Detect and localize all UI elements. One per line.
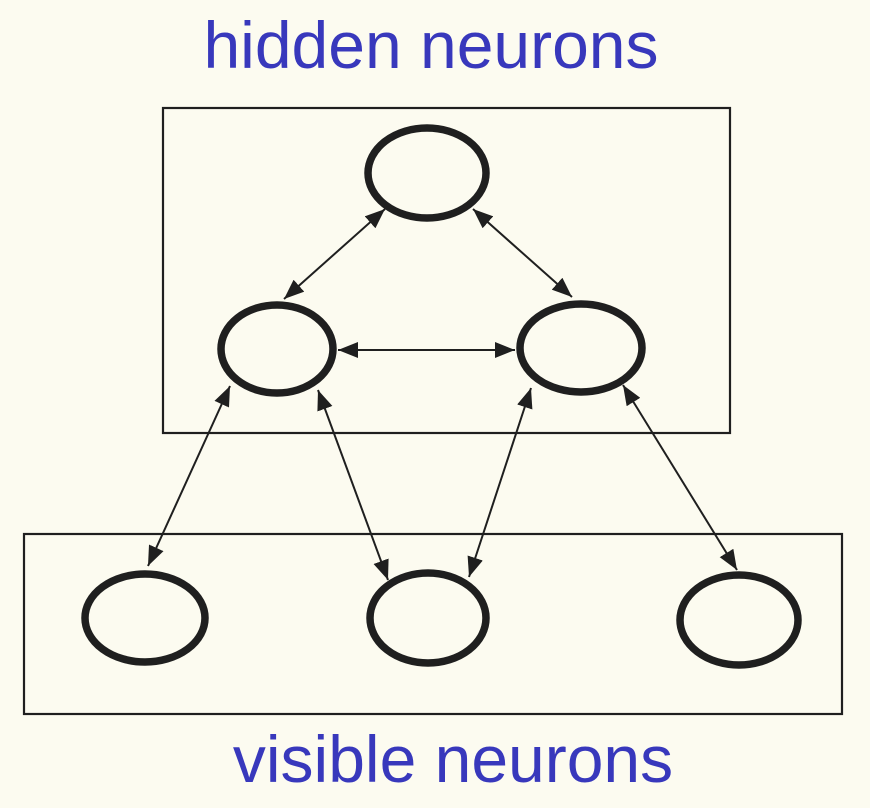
visible-neurons-label: visible neurons — [232, 722, 674, 796]
visible-neuron-left — [81, 570, 209, 666]
layer-boxes-group — [22, 106, 844, 716]
edge-hiddenright-visibleright — [622, 384, 738, 571]
hidden-layer-box — [161, 106, 732, 435]
hidden-neuron-left — [217, 301, 337, 397]
hidden-neuron-top — [364, 124, 490, 222]
edge-hiddentop-hiddenleft — [283, 208, 386, 300]
edge-hiddenleft-visibleleft — [147, 385, 231, 567]
edge-hiddenleft-visiblemiddle — [317, 389, 389, 581]
hidden-neuron-right — [516, 300, 646, 396]
visible-neuron-middle — [366, 569, 490, 667]
edge-hiddenright-visiblemiddle — [467, 387, 533, 578]
visible-layer-box — [22, 532, 844, 716]
edge-hiddentop-hiddenright — [472, 208, 573, 298]
connection-edges-group — [147, 208, 738, 581]
neuron-nodes-group — [81, 124, 802, 669]
hidden-neurons-label: hidden neurons — [203, 8, 659, 82]
visible-neuron-right — [676, 571, 802, 669]
